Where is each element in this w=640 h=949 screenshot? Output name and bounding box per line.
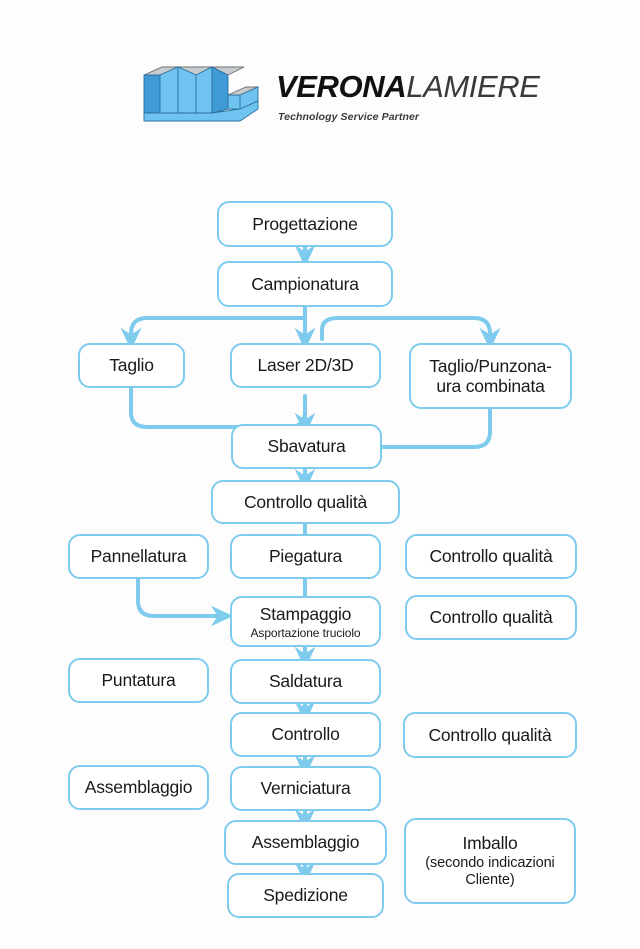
node-label: Taglio (109, 355, 154, 375)
edge-campionatura-taglio (120, 316, 307, 351)
brand-logo-block: VERONALAMIERE Technology Service Partner (140, 60, 540, 140)
node-taglio-punzonatura-combinata[interactable]: Taglio/Punzona- ura combinata (409, 343, 572, 409)
edge-campionatura-punzonatura (320, 316, 501, 351)
node-label: Laser 2D/3D (257, 355, 354, 375)
node-assemblaggio[interactable]: Assemblaggio (224, 820, 387, 865)
node-label: Verniciatura (260, 778, 351, 798)
node-label: Controllo qualità (428, 724, 552, 745)
node-label: Spedizione (263, 885, 348, 905)
node-label: Puntatura (101, 670, 176, 690)
node-piegatura[interactable]: Piegatura (230, 534, 381, 579)
node-assemblaggio-left[interactable]: Assemblaggio (68, 765, 209, 810)
node-sublabel: Asportazione truciolo (250, 625, 361, 640)
page-header: VERONALAMIERE Technology Service Partner (0, 55, 640, 145)
node-label: Campionatura (251, 273, 359, 294)
node-puntatura[interactable]: Puntatura (68, 658, 209, 703)
node-laser-2d-3d[interactable]: Laser 2D/3D (230, 343, 381, 388)
edge-pannellatura-stampaggio (136, 577, 234, 627)
node-label: Pannellatura (90, 546, 187, 566)
node-label: Controllo (271, 724, 340, 744)
node-progettazione[interactable]: Progettazione (217, 201, 393, 247)
node-label: Stampaggio (259, 603, 352, 624)
node-controllo[interactable]: Controllo (230, 712, 381, 757)
edge-punzonatura-sbavatura (380, 407, 492, 449)
edge-taglio-sbavatura (129, 386, 307, 429)
node-label: Assemblaggio (251, 832, 360, 852)
brand-name-bold: VERONA (276, 69, 407, 104)
node-imballo[interactable]: Imballo (secondo indicazioni Cliente) (404, 818, 576, 904)
node-spedizione[interactable]: Spedizione (227, 873, 384, 918)
node-label: Taglio/Punzona- ura combinata (429, 356, 552, 396)
node-taglio[interactable]: Taglio (78, 343, 185, 388)
verona-lamiere-vl-logo-icon (140, 65, 260, 127)
brand-name: VERONALAMIERE (276, 70, 540, 104)
node-stampaggio[interactable]: Stampaggio Asportazione truciolo (230, 596, 381, 647)
node-label: Saldatura (268, 671, 343, 691)
node-controllo-qualita-3[interactable]: Controllo qualità (405, 595, 577, 640)
node-controllo-qualita-2[interactable]: Controllo qualità (405, 534, 577, 579)
node-verniciatura[interactable]: Verniciatura (230, 766, 381, 811)
node-label: Assemblaggio (84, 777, 193, 797)
node-label: Imballo (462, 833, 518, 853)
brand-name-light: LAMIERE (406, 69, 540, 104)
brand-wordmark: VERONALAMIERE Technology Service Partner (276, 70, 540, 130)
node-label: Controllo qualità (429, 607, 553, 627)
node-campionatura[interactable]: Campionatura (217, 261, 393, 307)
node-label: Sbavatura (267, 436, 346, 456)
node-controllo-qualita-1[interactable]: Controllo qualità (211, 480, 400, 524)
node-label: Controllo qualità (243, 491, 368, 512)
node-saldatura[interactable]: Saldatura (230, 659, 381, 704)
node-controllo-qualita-4[interactable]: Controllo qualità (403, 712, 577, 758)
node-sublabel: (secondo indicazioni Cliente) (425, 855, 555, 888)
brand-tagline: Technology Service Partner (278, 111, 420, 123)
node-sbavatura[interactable]: Sbavatura (231, 424, 382, 469)
node-label: Controllo qualità (429, 546, 553, 566)
node-label: Progettazione (252, 213, 358, 234)
node-pannellatura[interactable]: Pannellatura (68, 534, 209, 579)
node-label: Piegatura (268, 546, 343, 566)
